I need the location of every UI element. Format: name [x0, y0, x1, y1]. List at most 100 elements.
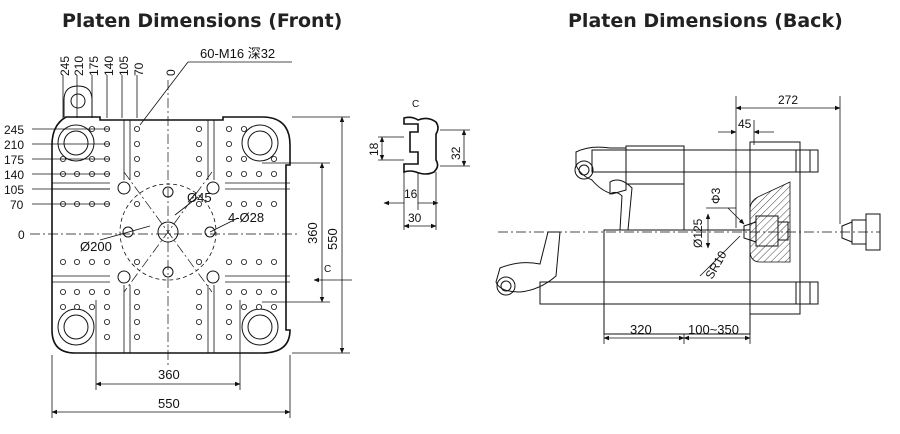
top-dim-245: 245: [58, 56, 72, 76]
top-dim-175: 175: [87, 56, 101, 76]
dim-45: 45: [738, 117, 752, 131]
threaded-hole: [133, 140, 140, 147]
threaded-hole: [74, 258, 81, 265]
threaded-hole: [195, 333, 202, 340]
dim-320: 320: [630, 322, 652, 337]
threaded-hole: [225, 126, 232, 133]
dim-272: 272: [778, 93, 798, 107]
front-top-dimensions: 245 210 175 140 105 70 0 60-M16 深32: [58, 46, 292, 126]
left-dim-0: 0: [18, 228, 25, 242]
dim-360-horizontal: 360: [158, 367, 180, 382]
threaded-hole: [89, 288, 96, 295]
top-dim-105: 105: [117, 56, 131, 76]
back-title: Platen Dimensions (Back): [568, 10, 843, 32]
threaded-hole: [270, 303, 277, 310]
threaded-hole: [270, 170, 277, 177]
front-platen: [30, 80, 300, 365]
m16-hole-grid: [60, 126, 277, 340]
threaded-hole: [104, 303, 111, 310]
diameter-45-label: Ø45: [187, 190, 212, 205]
threaded-hole: [240, 303, 247, 310]
diameter-200-label: Ø200: [80, 239, 112, 254]
detail-dim-16: 16: [404, 187, 418, 201]
threaded-hole: [270, 200, 277, 207]
top-dim-210: 210: [72, 56, 86, 76]
detail-dim-18: 18: [367, 142, 381, 156]
threaded-hole: [60, 288, 67, 295]
threaded-hole: [89, 258, 96, 265]
threaded-hole: [104, 318, 111, 325]
threaded-hole: [104, 258, 111, 265]
threaded-hole: [60, 258, 67, 265]
threaded-hole: [270, 258, 277, 265]
left-dim-245: 245: [4, 123, 24, 137]
dim-360-vertical: 360: [305, 222, 320, 244]
threaded-hole: [104, 288, 111, 295]
threaded-hole: [270, 288, 277, 295]
threaded-hole: [133, 126, 140, 133]
threaded-hole: [195, 258, 202, 265]
left-dim-140: 140: [4, 168, 24, 182]
section-mark-c: C: [324, 264, 331, 275]
left-dim-175: 175: [4, 153, 24, 167]
threaded-hole: [225, 318, 232, 325]
front-right-dimensions: 360 550 C: [262, 116, 352, 354]
threaded-hole: [240, 126, 247, 133]
threaded-hole: [225, 140, 232, 147]
left-dim-210: 210: [4, 138, 24, 152]
threaded-hole: [133, 288, 140, 295]
threaded-hole: [195, 126, 202, 133]
dim-phi125: Ø125: [691, 218, 705, 248]
front-left-dimensions: 245 210 175 140 105 70 0: [4, 123, 110, 242]
threaded-hole: [240, 288, 247, 295]
threaded-hole: [133, 318, 140, 325]
top-dim-140: 140: [102, 56, 116, 76]
threaded-hole: [195, 288, 202, 295]
threaded-hole: [225, 303, 232, 310]
top-dim-70: 70: [132, 62, 146, 76]
dim-phi3: Φ3: [709, 187, 723, 204]
threaded-hole: [225, 288, 232, 295]
threaded-hole: [195, 140, 202, 147]
threaded-hole: [240, 155, 247, 162]
back-platen: [495, 141, 881, 335]
threaded-hole: [195, 155, 202, 162]
threaded-hole: [255, 258, 262, 265]
detail-dim-32: 32: [449, 146, 463, 160]
threaded-hole: [74, 288, 81, 295]
threaded-hole: [240, 258, 247, 265]
left-dim-105: 105: [4, 183, 24, 197]
diameter-28-label: 4-Ø28: [228, 210, 264, 225]
section-detail-c: C 18 32 16 30: [367, 99, 470, 230]
dim-100-350: 100~350: [688, 322, 739, 337]
threaded-hole: [240, 200, 247, 207]
threaded-hole: [89, 303, 96, 310]
threaded-hole: [133, 155, 140, 162]
threaded-hole: [255, 170, 262, 177]
dim-550-vertical: 550: [325, 228, 340, 250]
threaded-hole: [104, 333, 111, 340]
threaded-hole: [133, 303, 140, 310]
threaded-hole: [225, 200, 232, 207]
top-dim-0: 0: [164, 69, 178, 76]
threaded-hole: [133, 200, 140, 207]
threaded-hole: [74, 303, 81, 310]
threaded-hole: [225, 170, 232, 177]
threaded-hole: [255, 200, 262, 207]
threaded-hole: [225, 155, 232, 162]
left-dim-70: 70: [10, 198, 24, 212]
threaded-hole: [60, 303, 67, 310]
threaded-hole: [133, 333, 140, 340]
dim-sr10: SR10: [702, 248, 729, 281]
detail-label-c: C: [412, 99, 419, 110]
threaded-hole: [195, 170, 202, 177]
front-bottom-dimensions: 360 550: [51, 300, 291, 418]
threaded-hole: [270, 155, 277, 162]
threaded-hole: [195, 318, 202, 325]
threaded-hole: [195, 303, 202, 310]
threaded-hole: [225, 258, 232, 265]
threaded-hole: [255, 288, 262, 295]
back-dimensions: 272 45 Φ3 Ø125 SR10 320 100~350: [603, 93, 841, 344]
hole-spec-label: 60-M16 深32: [200, 46, 275, 61]
